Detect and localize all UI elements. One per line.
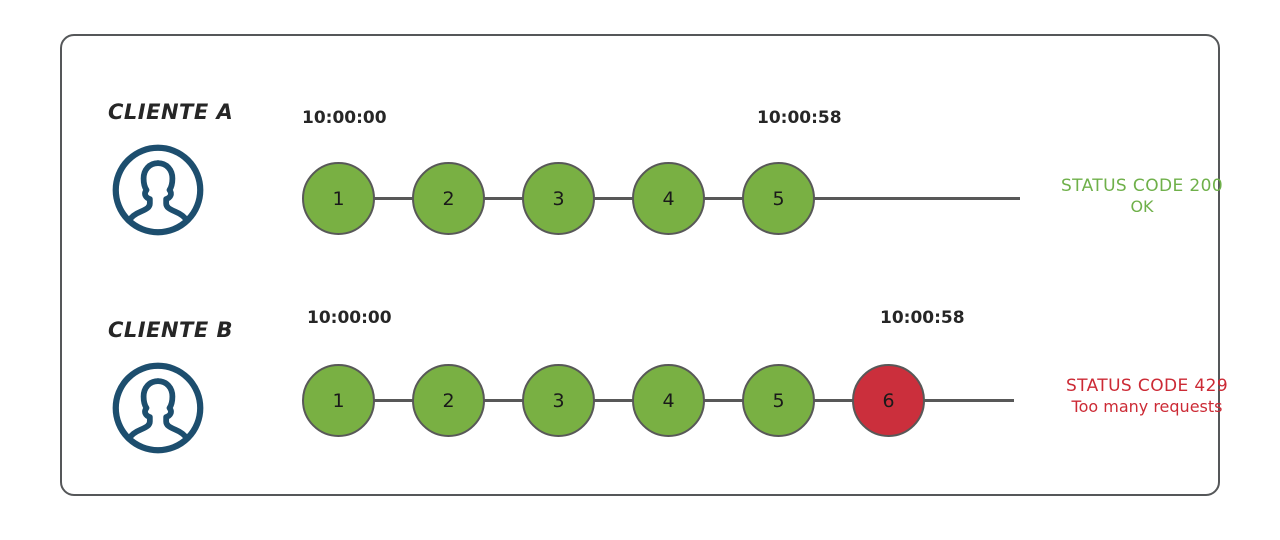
status-message-line-client-b: Too many requests (1071, 397, 1223, 417)
response-tail-line (920, 399, 1014, 402)
request-node-3[interactable]: 3 (522, 162, 595, 235)
request-connector (591, 197, 636, 200)
timestamp-end-client-a: 10:00:58 (757, 108, 842, 128)
request-connector (371, 197, 416, 200)
status-code-line-client-b: STATUS CODE 429 (1065, 376, 1229, 396)
timestamp-end-client-b: 10:00:58 (880, 308, 965, 328)
status-code-line-client-a: STATUS CODE 200 (1060, 176, 1224, 196)
request-node-1[interactable]: 1 (302, 364, 375, 437)
timestamp-start-client-a: 10:00:00 (302, 108, 387, 128)
status-badge-client-b: STATUS CODE 429 Too many requests (1027, 376, 1267, 417)
request-connector (371, 399, 416, 402)
response-tail-line (810, 197, 1020, 200)
request-node-4[interactable]: 4 (632, 162, 705, 235)
request-connector (481, 399, 526, 402)
request-connector (591, 399, 636, 402)
request-node-6[interactable]: 6 (852, 364, 925, 437)
request-connector (701, 399, 746, 402)
request-node-2[interactable]: 2 (412, 364, 485, 437)
user-avatar-icon (110, 360, 206, 456)
request-connector (481, 197, 526, 200)
request-node-5[interactable]: 5 (742, 162, 815, 235)
client-a-label: CLIENTE A (108, 100, 234, 124)
timestamp-start-client-b: 10:00:00 (307, 308, 392, 328)
request-node-2[interactable]: 2 (412, 162, 485, 235)
user-avatar-icon (110, 142, 206, 238)
request-connector (701, 197, 746, 200)
request-node-1[interactable]: 1 (302, 162, 375, 235)
client-b-label: CLIENTE B (108, 318, 234, 342)
status-message-line-client-a: OK (1130, 197, 1154, 217)
status-badge-client-a: STATUS CODE 200 OK (1027, 176, 1257, 217)
request-connector (811, 399, 856, 402)
request-node-4[interactable]: 4 (632, 364, 705, 437)
request-node-3[interactable]: 3 (522, 364, 595, 437)
request-node-5[interactable]: 5 (742, 364, 815, 437)
